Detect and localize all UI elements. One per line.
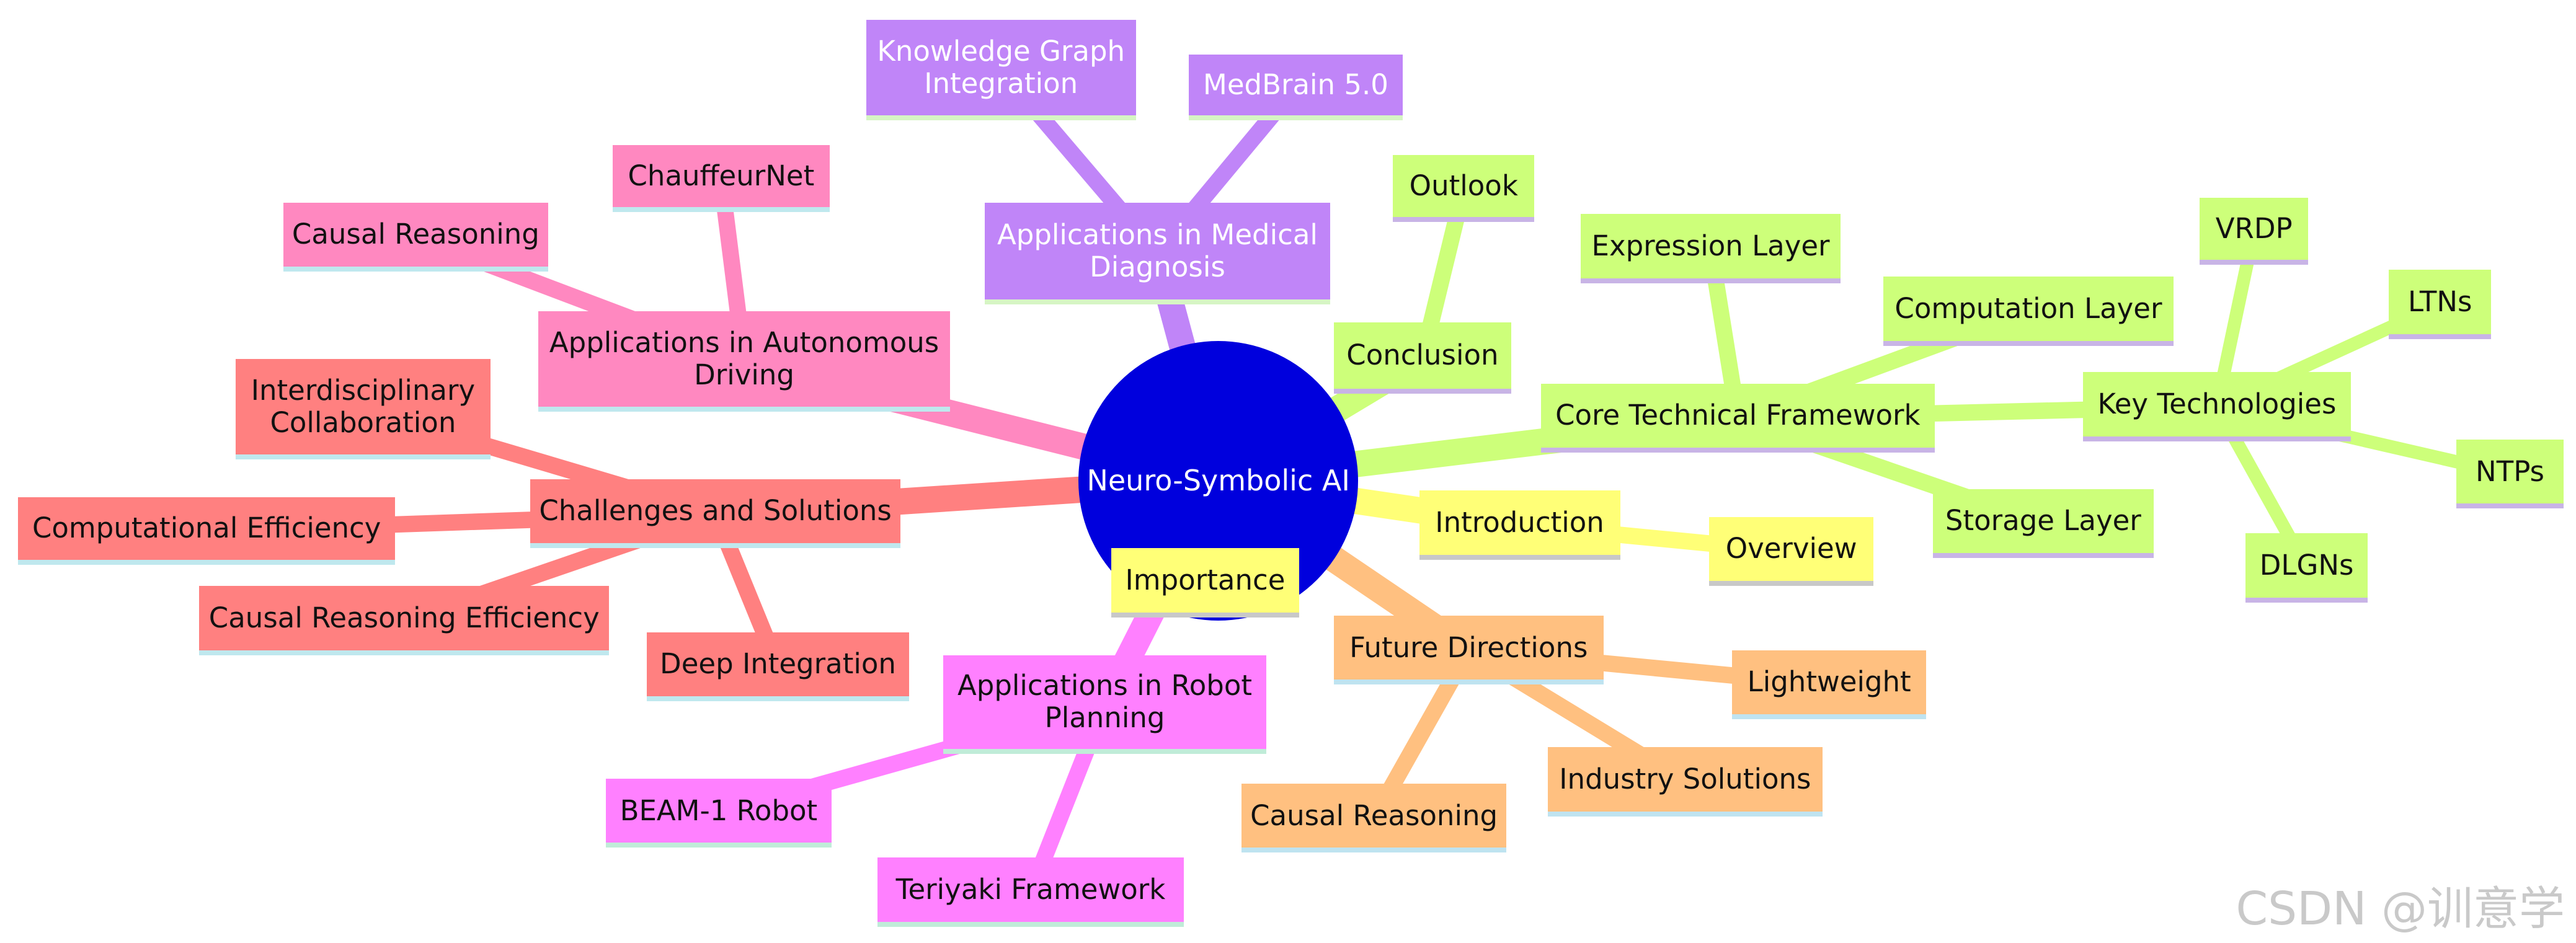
leaf-causal-reasoning-efficiency: Causal Reasoning Efficiency	[199, 586, 610, 655]
leaf-storage-layer: Storage Layer	[1932, 489, 2154, 559]
branch-core-technical-framework: Core Technical Framework	[1541, 383, 1935, 453]
leaf-interdisciplinary-collaboration: Interdisciplinary Collaboration	[235, 358, 491, 459]
leaf-ltns: LTNs	[2389, 270, 2491, 339]
branch-robot-planning: Applications in Robot Planning	[943, 655, 1266, 754]
leaf-vrdp: VRDP	[2200, 197, 2309, 265]
branch-autonomous-driving: Applications in Autonomous Driving	[538, 311, 950, 412]
leaf-lightweight: Lightweight	[1732, 650, 1927, 720]
leaf-overview: Overview	[1708, 516, 1874, 587]
root-label: Neuro-Symbolic AI	[1086, 464, 1350, 498]
leaf-computational-efficiency: Computational Efficiency	[18, 497, 396, 565]
leaf-deep-integration: Deep Integration	[647, 632, 909, 702]
leaf-industry-solutions: Industry Solutions	[1547, 747, 1823, 817]
leaf-chauffeurnet: ChauffeurNet	[612, 144, 830, 213]
branch-challenges-and-solutions: Challenges and Solutions	[530, 479, 901, 549]
branch-future-directions: Future Directions	[1333, 615, 1604, 685]
leaf-teriyaki-framework: Teriyaki Framework	[877, 857, 1184, 927]
branch-label: Applications in Medical Diagnosis	[997, 218, 1318, 283]
leaf-expression-layer: Expression Layer	[1580, 214, 1841, 283]
leaf-importance: Importance	[1111, 548, 1299, 618]
node-key-technologies: Key Technologies	[2082, 372, 2352, 441]
leaf-causal-reasoning-future: Causal Reasoning	[1241, 783, 1507, 853]
branch-introduction: Introduction	[1419, 490, 1620, 560]
leaf-knowledge-graph-integration: Knowledge Graph Integration	[866, 19, 1136, 120]
leaf-medbrain: MedBrain 5.0	[1188, 54, 1403, 120]
watermark: CSDN @训意学	[2236, 882, 2565, 936]
branch-conclusion: Conclusion	[1333, 322, 1512, 394]
leaf-ntps: NTPs	[2456, 439, 2564, 509]
leaf-beam-1-robot: BEAM-1 Robot	[606, 778, 832, 848]
leaf-causal-reasoning-driving: Causal Reasoning	[283, 202, 549, 272]
leaf-outlook: Outlook	[1393, 154, 1535, 223]
leaf-computation-layer: Computation Layer	[1883, 277, 2174, 346]
leaf-dlgns: DLGNs	[2245, 533, 2368, 603]
branch-medical-diagnosis: Applications in Medical Diagnosis	[984, 202, 1331, 305]
